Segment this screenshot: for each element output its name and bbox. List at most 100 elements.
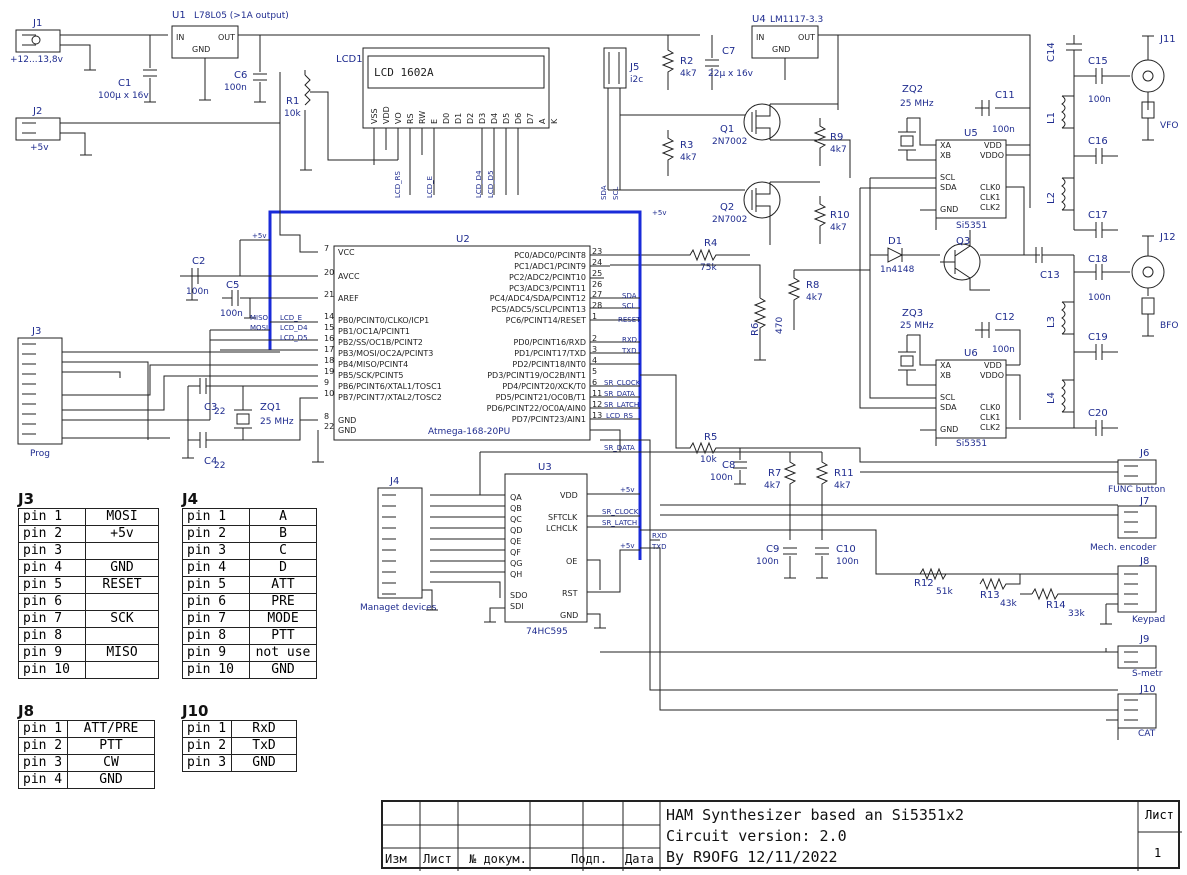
u2-pinnum-left-4: 15 (324, 323, 334, 332)
u4-out: OUT (798, 33, 815, 42)
u6-si5351: XA XB SCL SDA GND VDD VDDO CLK0 CLK1 CLK… (935, 348, 1007, 449)
j6-ref: J6 (1139, 448, 1149, 459)
svg-text:GND: GND (560, 611, 578, 620)
pin-number-cell: pin 2 (182, 737, 232, 755)
l1-inductor: L1 (1046, 95, 1074, 129)
r4-value: 75k (700, 263, 717, 273)
r6-resistor: R6 470 (750, 297, 785, 345)
c17-capacitor: C17 (1074, 210, 1118, 238)
net-sr-clock-u3: SR_CLOCK (602, 508, 639, 516)
u2-pinnum-right-0: 23 (592, 247, 602, 256)
net-plus5-bus: +5v (652, 209, 666, 217)
svg-text:XB: XB (940, 371, 951, 380)
pin-number-cell: pin 1 (182, 720, 232, 738)
j11-bnc: J11 VFO (1131, 34, 1178, 141)
u2-pin-left-11: GND (338, 416, 356, 425)
j10-connector: J10 CAT (1106, 684, 1157, 740)
svg-text:VDDO: VDDO (980, 371, 1004, 380)
pin-function-cell: CW (67, 754, 155, 772)
net-rxd-j10: RXD (652, 532, 667, 540)
j1-connector: J1 +12...13,8v (10, 18, 64, 65)
lcd1-pin-vdd: VDD (382, 106, 391, 124)
u2-pinnum-right-12: 11 (592, 389, 602, 398)
pin-number-cell: pin 10 (182, 661, 250, 679)
lcd1-pin-k: K (550, 118, 559, 124)
u2-pin-left-6: PB3/MOSI/OC2A/PCINT3 (338, 349, 433, 358)
j4-value: Managet devices (360, 603, 437, 613)
net-lcd-d4-top: LCD_D4 (475, 170, 483, 198)
r1-ref: R1 (286, 96, 299, 107)
lcd1-pin-vss: VSS (370, 108, 379, 124)
j1-net: +12...13,8v (10, 55, 64, 65)
u2-pinnum-left-7: 18 (324, 356, 334, 365)
r8-ref: R8 (806, 280, 819, 291)
net-scl-u2: SCL (622, 302, 635, 310)
pin-function-cell: MOSI (85, 508, 159, 526)
pin-function-cell: GND (85, 559, 159, 577)
u2-pin-left-9: PB6/PCINT6/XTAL1/TOSC1 (338, 382, 442, 391)
net-txd-j10: TXD (651, 543, 666, 551)
u2-pin-left-1: AVCC (338, 272, 360, 281)
svg-text:XB: XB (940, 151, 951, 160)
pin-number-cell: pin 8 (182, 627, 250, 645)
pin-function-cell: B (249, 525, 317, 543)
pin-function-cell: PRE (249, 593, 317, 611)
svg-text:QE: QE (510, 537, 521, 546)
pin-number-cell: pin 5 (18, 576, 86, 594)
pin-function-cell: PTT (249, 627, 317, 645)
net-lcd-e-top: LCD_E (426, 176, 434, 198)
c14-capacitor: C14 (1046, 35, 1082, 62)
r2-ref: R2 (680, 56, 693, 67)
svg-text:SFTCLK: SFTCLK (548, 513, 578, 522)
u2-pin-left-10: PB7/PCINT7/XTAL2/TOSC2 (338, 393, 442, 402)
title-label-date: Дата (625, 852, 654, 866)
u2-pinnum-right-6: 1 (592, 312, 597, 321)
r11-ref: R11 (834, 468, 854, 479)
pin-number-cell: pin 8 (18, 627, 86, 645)
l4-ref: L4 (1046, 392, 1057, 404)
u2-pin-right-13: PD6/PCINT22/OC0A/AIN0 (487, 404, 586, 413)
q2-value: 2N7002 (712, 215, 747, 225)
u1-out: OUT (218, 33, 235, 42)
svg-text:QH: QH (510, 570, 522, 579)
c4-value: 22 (214, 461, 225, 471)
svg-text:CLK0: CLK0 (980, 183, 1000, 192)
r3-resistor: R3 4k7 (661, 130, 697, 176)
title-label-doc: № докум. (469, 852, 527, 866)
u2-pin-left-3: PB0/PCINT0/CLKO/ICP1 (338, 316, 429, 325)
net-lcd-rs-top: LCD_RS (394, 170, 402, 198)
lcd1-pin-rw: RW (418, 111, 427, 124)
c3-ref: C3 (204, 402, 217, 413)
c6-value: 100n (224, 83, 247, 93)
c2-capacitor: C2 100n (180, 256, 209, 297)
pin-number-cell: pin 1 (182, 508, 250, 526)
svg-text:SDI: SDI (510, 602, 524, 611)
u2-pin-right-10: PD3/PCINT19/OC2B/INT1 (487, 371, 586, 380)
j4-connector: J4 Managet devices (360, 476, 437, 613)
svg-text:GND: GND (940, 205, 958, 214)
net-sr-data-u2: SR_DATA (604, 390, 635, 398)
c4-capacitor: C4 22 (188, 397, 318, 471)
u5-si5351: XA XB SCL SDA GND VDD VDDO CLK0 CLK1 CLK… (935, 128, 1007, 231)
net-scl-j5: SCL (612, 187, 620, 200)
q3-transistor: Q3 (940, 230, 990, 291)
r6-value: 470 (775, 317, 785, 334)
u2-pin-right-12: PD5/PCINT21/OC0B/T1 (496, 393, 586, 402)
c10-value: 100n (836, 557, 859, 567)
svg-text:VDD: VDD (984, 141, 1002, 150)
c11-value: 100n (992, 125, 1015, 135)
lcd1-pin-d6: D6 (514, 113, 523, 124)
lcd1-pin-rs: RS (406, 113, 415, 124)
sheet-label: Лист (1145, 808, 1174, 822)
c9-value: 100n (756, 557, 779, 567)
j2-connector: J2 +5v (15, 106, 61, 153)
